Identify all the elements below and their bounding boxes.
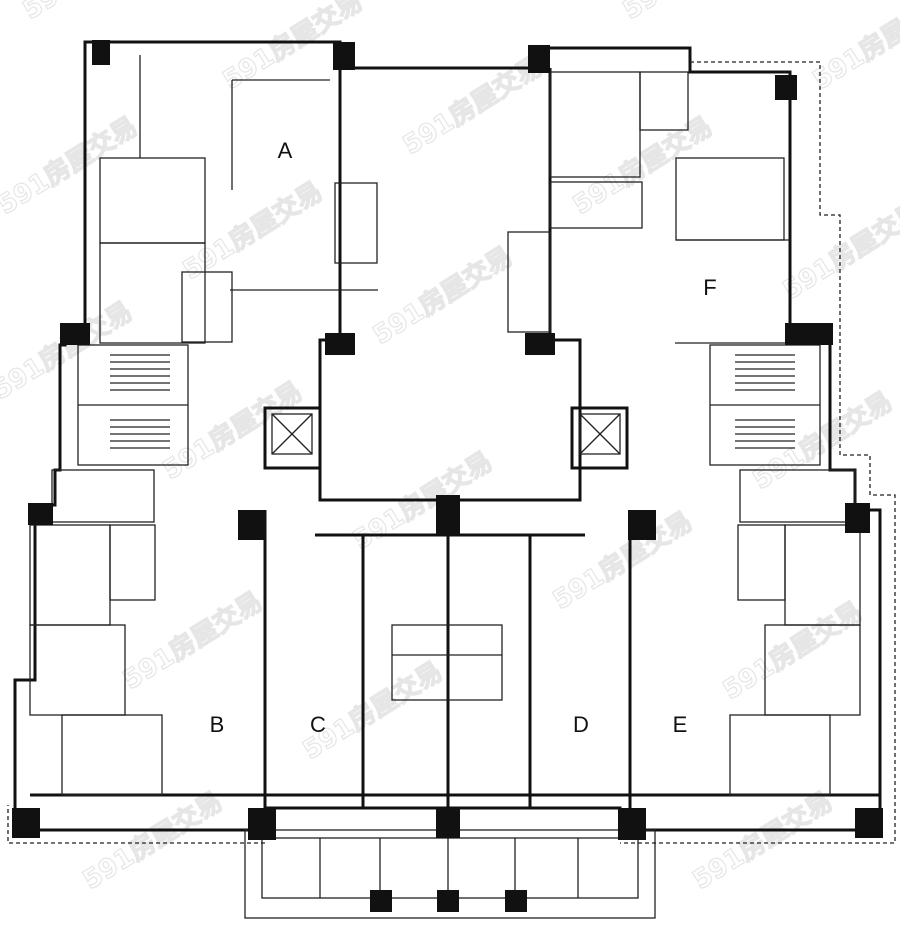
unit-labels: A B C D E F (210, 138, 717, 737)
watermark: 591房屋交易 (547, 506, 698, 616)
watermark: 591房屋交易 (367, 241, 518, 351)
columns (12, 40, 883, 912)
unit-label-f: F (703, 275, 716, 300)
watermark: 591房屋交易 (687, 786, 838, 896)
unit-label-b: B (210, 712, 225, 737)
unit-label-e: E (673, 712, 688, 737)
watermark: 591房屋交易 (777, 196, 900, 306)
unit-label-c: C (310, 712, 326, 737)
stairs-left (78, 354, 188, 449)
elevator-right (570, 406, 629, 470)
watermark: 591房屋交易 (0, 111, 143, 221)
watermark: 591房屋交易 (77, 786, 228, 896)
watermark: 591房屋交易 (297, 656, 448, 766)
elevator-left (263, 406, 322, 470)
watermark: 591房屋交易 (717, 596, 868, 706)
watermark: 591房屋交易 (807, 0, 900, 96)
unit-label-a: A (278, 138, 293, 163)
watermark: 591房屋交易 (177, 176, 328, 286)
watermark: 591房屋交易 (17, 0, 168, 26)
walls (7, 40, 896, 919)
watermark: 591房屋交易 (617, 0, 768, 26)
stairs-right (710, 354, 820, 449)
watermark: 591房屋交易 (117, 586, 268, 696)
unit-label-d: D (573, 712, 589, 737)
